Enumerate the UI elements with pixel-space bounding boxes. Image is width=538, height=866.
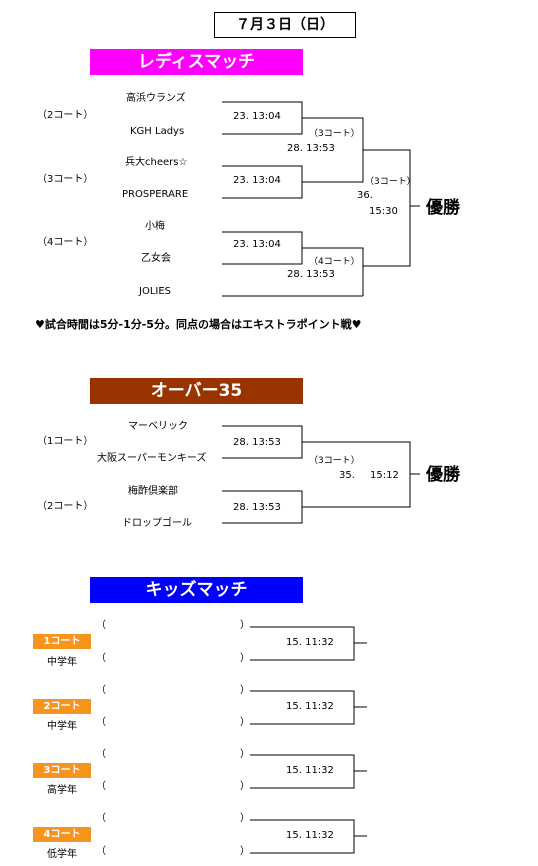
- paren-close: ）: [240, 685, 250, 696]
- paren-open: （: [96, 685, 106, 696]
- paren-open: （: [96, 846, 106, 857]
- paren-close: ）: [240, 620, 250, 631]
- ladies-semi-time: 28. 13:53: [287, 143, 335, 154]
- ladies-team: 兵大cheers☆: [125, 157, 188, 168]
- kids-time: 15. 11:32: [286, 765, 334, 776]
- kids-time: 15. 11:32: [286, 830, 334, 841]
- over35-final-num: 35.: [339, 470, 355, 481]
- ladies-r1-time: 23. 13:04: [233, 239, 281, 250]
- ladies-court: （3コート）: [37, 174, 94, 185]
- ladies-team: PROSPERARE: [122, 189, 189, 200]
- ladies-semi-court: （3コート）: [309, 129, 360, 139]
- over35-final-court: （3コート）: [309, 456, 360, 466]
- paren-open: （: [96, 717, 106, 728]
- paren-close: ）: [240, 749, 250, 760]
- ladies-team: JOLIES: [139, 286, 172, 297]
- paren-close: ）: [240, 781, 250, 792]
- match-note: ♥試合時間は5分-1分-5分。同点の場合はエキストラポイント戦♥: [35, 318, 362, 331]
- paren-close: ）: [240, 846, 250, 857]
- paren-open: （: [96, 749, 106, 760]
- ladies-court: （2コート）: [37, 110, 94, 121]
- over35-header: オーバー35: [90, 378, 303, 404]
- over35-r1-time: 28. 13:53: [233, 437, 281, 448]
- kids-court-tag: 4コート: [33, 827, 91, 842]
- kids-header: キッズマッチ: [90, 577, 303, 603]
- paren-close: ）: [240, 813, 250, 824]
- over35-team: 大阪スーパーモンキーズ: [97, 453, 207, 464]
- date-box: ７月３日（日）: [214, 12, 356, 38]
- kids-grade: 中学年: [47, 657, 77, 668]
- ladies-semi-b: [302, 247, 364, 296]
- ladies-final-num: 36.: [357, 190, 373, 201]
- paren-open: （: [96, 620, 106, 631]
- over35-winner: 優勝: [426, 465, 460, 485]
- paren-open: （: [96, 653, 106, 664]
- paren-close: ）: [240, 653, 250, 664]
- paren-open: （: [96, 781, 106, 792]
- kids-grade: 高学年: [47, 785, 77, 796]
- over35-court: （1コート）: [37, 436, 94, 447]
- ladies-winner: 優勝: [426, 198, 460, 218]
- ladies-semi-court: （4コート）: [309, 257, 360, 267]
- over35-r1-time: 28. 13:53: [233, 502, 281, 513]
- ladies-r1-time: 23. 13:04: [233, 175, 281, 186]
- ladies-team: 乙女会: [141, 253, 171, 264]
- kids-court-tag: 2コート: [33, 699, 91, 714]
- over35-team: 梅酢倶楽部: [128, 486, 178, 497]
- ladies-final-court: （3コート）: [365, 177, 416, 187]
- over35-team: マーベリック: [128, 421, 188, 432]
- paren-close: ）: [240, 717, 250, 728]
- ladies-final-time: 15:30: [369, 206, 398, 217]
- kids-court-tag: 1コート: [33, 634, 91, 649]
- ladies-semi-time: 28. 13:53: [287, 269, 335, 280]
- ladies-team: 小梅: [145, 221, 165, 232]
- over35-team: ドロップゴール: [122, 518, 192, 529]
- ladies-header: レディスマッチ: [90, 49, 303, 75]
- paren-open: （: [96, 813, 106, 824]
- ladies-team: 高浜ウランズ: [126, 93, 186, 104]
- ladies-team: KGH Ladys: [130, 126, 185, 137]
- over35-final-time: 15:12: [370, 470, 399, 481]
- ladies-court: （4コート）: [37, 237, 94, 248]
- ladies-r1-time: 23. 13:04: [233, 111, 281, 122]
- kids-time: 15. 11:32: [286, 637, 334, 648]
- kids-grade: 中学年: [47, 721, 77, 732]
- kids-grade: 低学年: [47, 849, 77, 860]
- ladies-final: [363, 149, 411, 267]
- over35-court: （2コート）: [37, 501, 94, 512]
- kids-time: 15. 11:32: [286, 701, 334, 712]
- kids-court-tag: 3コート: [33, 763, 91, 778]
